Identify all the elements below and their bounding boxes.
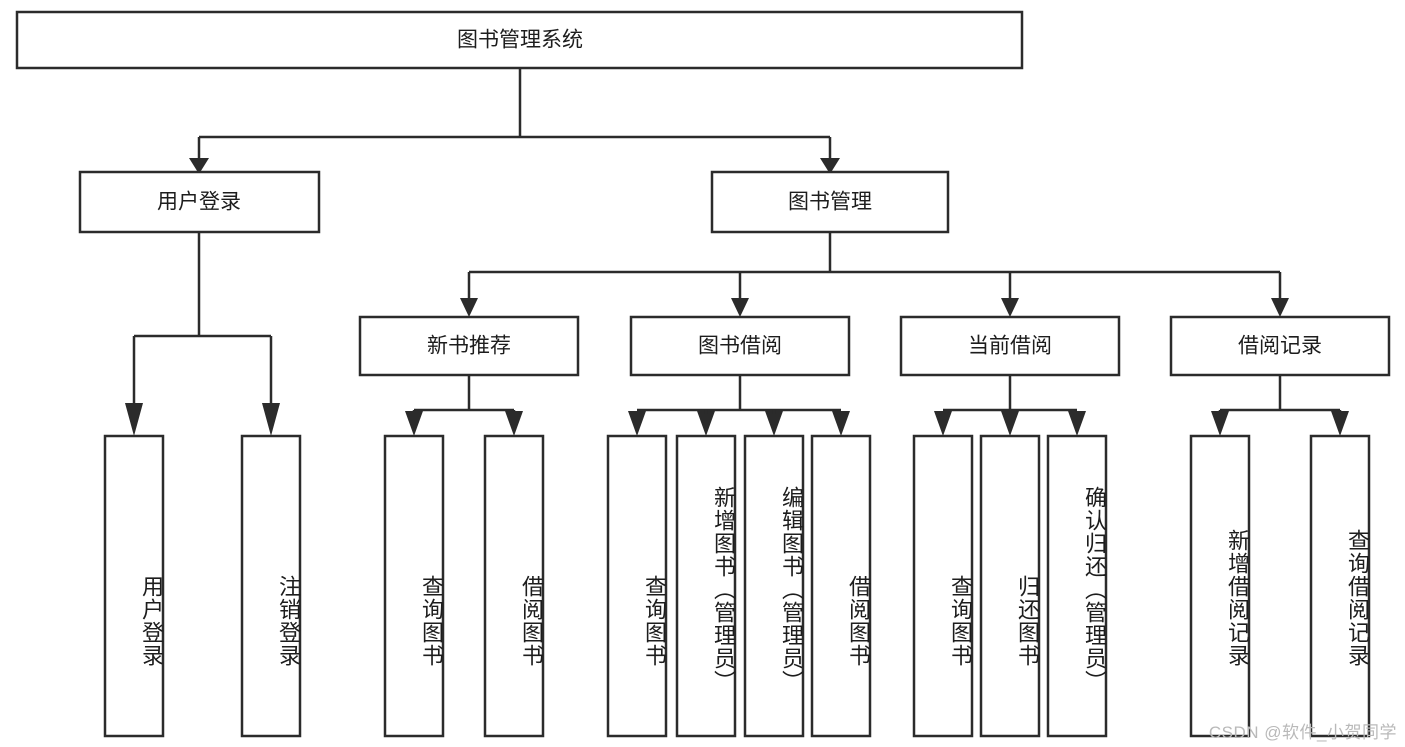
node-current-borrow-box[interactable] [899,315,1121,377]
arrowhead-leaf-user-login [125,403,143,436]
arrowhead-leaf-query-book-1 [405,411,423,436]
arrowhead-leaf-add-record [1211,411,1229,436]
arrowhead-leaf-query-book-2 [628,411,646,436]
arrowhead-leaf-borrow-book-2 [832,411,850,436]
node-user-login-label: 用户登录 [157,191,241,214]
node-book-manage-box[interactable] [710,170,950,234]
arrowhead-leaf-add-book [697,411,715,436]
node-leaf-logout-login-box[interactable] [240,434,302,738]
arrowhead-leaf-query-book-3 [934,411,952,436]
node-leaf-borrow-book-2-box[interactable] [810,434,872,738]
csdn-watermark: CSDN @软件_小贺同学 [1208,723,1397,742]
node-book-manage-label: 图书管理 [788,191,872,214]
arrowhead-book-borrow [731,298,749,317]
node-root-label: 图书管理系统 [457,29,583,52]
arrowhead-current-borrow [1001,298,1019,317]
node-borrow-record-box[interactable] [1169,315,1391,377]
node-leaf-add-record-box[interactable] [1189,434,1251,738]
node-leaf-add-book-box[interactable] [675,434,737,738]
arrowhead-leaf-edit-book [765,411,783,436]
node-borrow-record-label: 借阅记录 [1238,335,1322,358]
node-leaf-return-book-box[interactable] [979,434,1041,738]
arrowhead-new-book-recommend [460,298,478,317]
node-book-borrow-box[interactable] [629,315,851,377]
arrowhead-book-manage [820,158,840,174]
node-leaf-query-book-1-box[interactable] [383,434,445,738]
node-leaf-query-book-2-box[interactable] [606,434,668,738]
node-book-borrow-label: 图书借阅 [698,335,782,358]
arrowhead-user-login [189,158,209,174]
node-leaf-query-record-box[interactable] [1309,434,1371,738]
arrowhead-leaf-logout-login [262,403,280,436]
node-leaf-confirm-return-box[interactable] [1046,434,1108,738]
node-new-book-recommend-box[interactable] [358,315,580,377]
arrowhead-leaf-confirm-return [1068,411,1086,436]
nodes-layer: 图书管理系统 用户登录 图书管理 新书推荐 图书借阅 当前借阅 借阅记录 [15,10,1391,738]
connectors-layer [125,68,1349,436]
node-current-borrow-label: 当前借阅 [968,335,1052,358]
node-leaf-query-book-3-box[interactable] [912,434,974,738]
arrowhead-leaf-borrow-book-1 [505,411,523,436]
arrowhead-borrow-record [1271,298,1289,317]
arrowhead-leaf-query-record [1331,411,1349,436]
node-root-box[interactable] [15,10,1024,70]
node-new-book-recommend-label: 新书推荐 [427,335,511,358]
node-leaf-edit-book-box[interactable] [743,434,805,738]
node-leaf-borrow-book-1-box[interactable] [483,434,545,738]
arrowhead-leaf-return-book [1001,411,1019,436]
node-leaf-user-login-box[interactable] [103,434,165,738]
node-user-login-box[interactable] [78,170,321,234]
